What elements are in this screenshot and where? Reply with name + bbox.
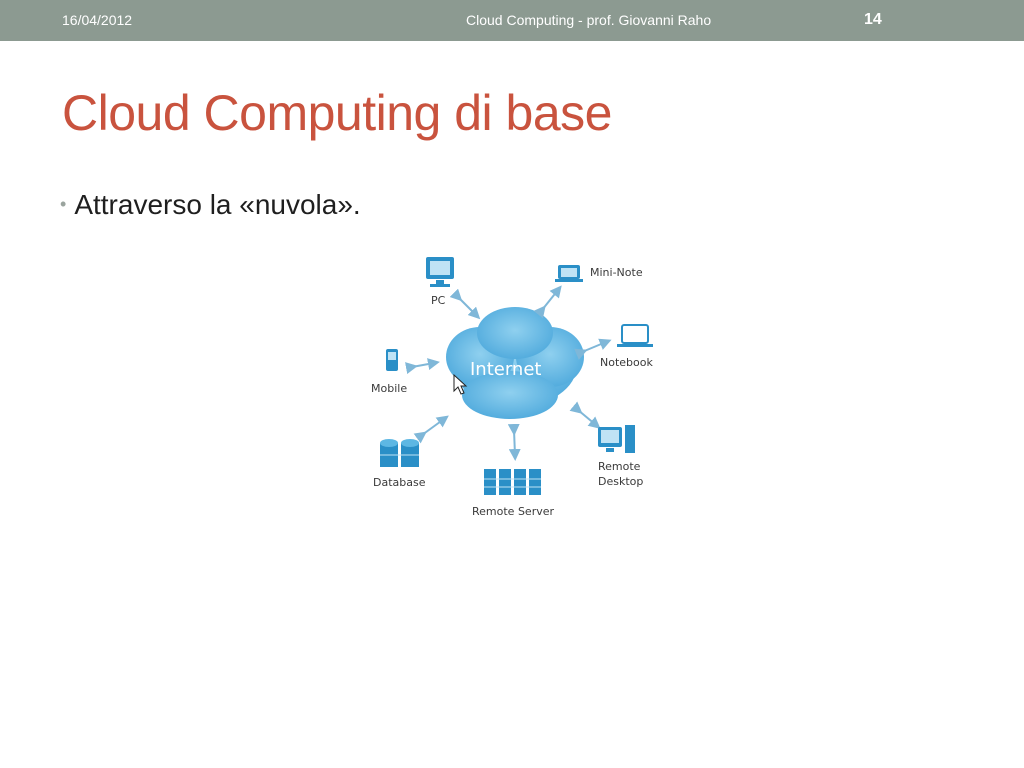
remote-server-label: Remote Server bbox=[472, 505, 554, 518]
notebook-icon bbox=[617, 324, 653, 347]
pc-label: PC bbox=[431, 294, 446, 307]
remote-desktop-label-1: Remote bbox=[598, 460, 641, 473]
cloud-label: Internet bbox=[470, 359, 541, 380]
bullet-item: • Attraverso la «nuvola». bbox=[60, 189, 361, 221]
mobile-icon bbox=[386, 349, 398, 371]
remote-desktop-label-2: Desktop bbox=[598, 475, 643, 488]
remote-server-icon bbox=[484, 469, 541, 495]
database-icon bbox=[380, 439, 419, 467]
bullet-text: Attraverso la «nuvola». bbox=[74, 189, 361, 220]
database-label: Database bbox=[373, 476, 426, 489]
diagram-svg: Internet PC Mini-Note bbox=[371, 257, 653, 518]
internet-cloud-icon bbox=[446, 307, 584, 419]
pc-icon bbox=[426, 257, 454, 287]
header-bar: 16/04/2012 Cloud Computing - prof. Giova… bbox=[0, 0, 1024, 41]
mini-note-label: Mini-Note bbox=[590, 266, 643, 279]
remote-desktop-icon bbox=[598, 425, 635, 453]
slide-title: Cloud Computing di base bbox=[62, 85, 612, 141]
slide-footer: Cloud Computing - prof. Giovanni Raho bbox=[466, 12, 712, 28]
internet-diagram: Internet PC Mini-Note bbox=[360, 245, 670, 530]
connection-arrows bbox=[405, 285, 612, 461]
page-number: 14 bbox=[864, 11, 882, 28]
mobile-label: Mobile bbox=[371, 382, 407, 395]
bullet-dot-icon: • bbox=[60, 194, 67, 214]
cursor-icon bbox=[453, 373, 468, 395]
slide-date: 16/04/2012 bbox=[62, 12, 133, 28]
mini-note-icon bbox=[555, 265, 583, 282]
notebook-label: Notebook bbox=[600, 356, 653, 369]
